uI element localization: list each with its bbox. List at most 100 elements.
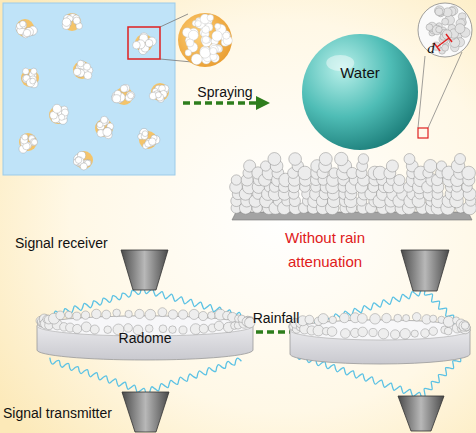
cluster-bump — [23, 68, 30, 75]
coating-particle — [455, 24, 465, 34]
radome-disc — [290, 320, 470, 364]
cluster-core — [16, 19, 34, 37]
radome-blob — [214, 321, 223, 330]
dimension-mark — [434, 34, 452, 51]
coating-blob — [268, 153, 281, 166]
radome-blob — [341, 329, 351, 339]
cluster-bump — [29, 76, 37, 84]
coating-particle — [435, 6, 445, 16]
radome-blob — [305, 315, 314, 324]
coating-blob — [358, 154, 369, 165]
cluster-bump — [101, 116, 108, 123]
radome-blob — [412, 313, 420, 321]
cluster-bump — [145, 39, 153, 47]
zoom-box — [418, 128, 428, 138]
radome-blob — [357, 313, 367, 323]
cluster-bump — [128, 92, 134, 98]
cluster-bump — [20, 21, 26, 27]
coating-blob — [298, 166, 312, 180]
cluster-bump — [120, 85, 127, 92]
droplet-shape — [302, 34, 418, 150]
node-shape — [302, 34, 418, 150]
cluster-core — [73, 61, 91, 79]
radome-blob — [135, 309, 144, 318]
radome-blob — [443, 316, 454, 327]
cluster-bump — [31, 68, 37, 74]
radome-blob — [113, 309, 121, 317]
cluster-bump — [31, 139, 37, 145]
radome-blob — [168, 310, 177, 319]
cluster-bump — [142, 131, 148, 137]
signal-wave — [50, 358, 242, 395]
radome-blob — [444, 327, 452, 335]
radome-blob — [370, 314, 380, 324]
radome-blob — [199, 311, 208, 320]
radome-blob — [189, 309, 199, 319]
receiver-horn — [401, 250, 449, 291]
sphere-bump — [185, 50, 191, 56]
coating-particle — [443, 8, 452, 17]
water-droplet: Water — [302, 34, 418, 150]
node-label: Signal transmitter — [3, 404, 125, 422]
transmitter-horn — [398, 396, 444, 431]
cluster-bump — [149, 138, 156, 145]
radome-blob — [400, 329, 410, 339]
cluster-bump — [75, 157, 81, 163]
cluster-bump — [30, 138, 37, 145]
rough-coating — [230, 152, 476, 215]
radome-blob — [382, 313, 391, 322]
process-label: Rainfall — [240, 306, 312, 330]
radome-node: Radome — [35, 316, 255, 360]
cluster-bump — [53, 104, 62, 113]
radome-blob — [104, 326, 112, 334]
coating-blob — [386, 160, 398, 172]
coating-particle — [442, 18, 449, 25]
cluster-bump — [73, 68, 81, 76]
sphere-bump — [191, 54, 202, 65]
cluster-bump — [83, 63, 90, 70]
cluster-bump — [155, 92, 161, 98]
radome-blob — [179, 326, 187, 334]
sphere-bump — [207, 14, 214, 21]
result-note: Without rain attenuation — [252, 226, 398, 274]
sphere-bump — [215, 23, 221, 29]
horn-shape — [121, 250, 168, 290]
dimension-label: d — [424, 36, 438, 60]
node-label: Radome — [35, 329, 255, 347]
radome-blob — [102, 310, 111, 319]
cluster-bump — [145, 40, 152, 47]
sphere-bump — [202, 36, 210, 44]
coating-blob — [455, 153, 466, 164]
coating-particle — [432, 25, 442, 35]
zoom-line — [428, 52, 462, 128]
radome-blob — [81, 311, 89, 319]
radome-blob — [327, 327, 337, 337]
radome-blob — [459, 321, 470, 332]
radome-blob — [340, 313, 350, 323]
cluster-bump — [23, 29, 31, 37]
zoom-box — [128, 27, 160, 59]
radome-blob — [394, 314, 402, 322]
coating-blob — [335, 152, 348, 165]
process-label: Spraying — [188, 80, 262, 104]
cluster-bump — [133, 41, 141, 49]
cluster-bump — [103, 128, 112, 137]
radome-blob — [81, 322, 91, 332]
radome-blob — [178, 310, 187, 319]
radome-blob — [158, 308, 167, 317]
sphere-bump — [186, 39, 194, 47]
radome-blob — [145, 309, 156, 320]
radome-blob — [65, 311, 72, 318]
radome-blob — [411, 330, 418, 337]
receiver-antenna: Signal receiver — [15, 234, 170, 290]
radome-blob — [358, 327, 368, 337]
sphere-bumps — [182, 14, 232, 65]
cluster-bump — [113, 95, 121, 103]
zoom-circle — [418, 3, 472, 57]
radome-blob — [391, 330, 400, 339]
cluster-bump — [77, 60, 84, 67]
coating-blob — [404, 154, 415, 165]
radome-blob — [92, 309, 101, 318]
cluster-bump — [30, 78, 36, 84]
